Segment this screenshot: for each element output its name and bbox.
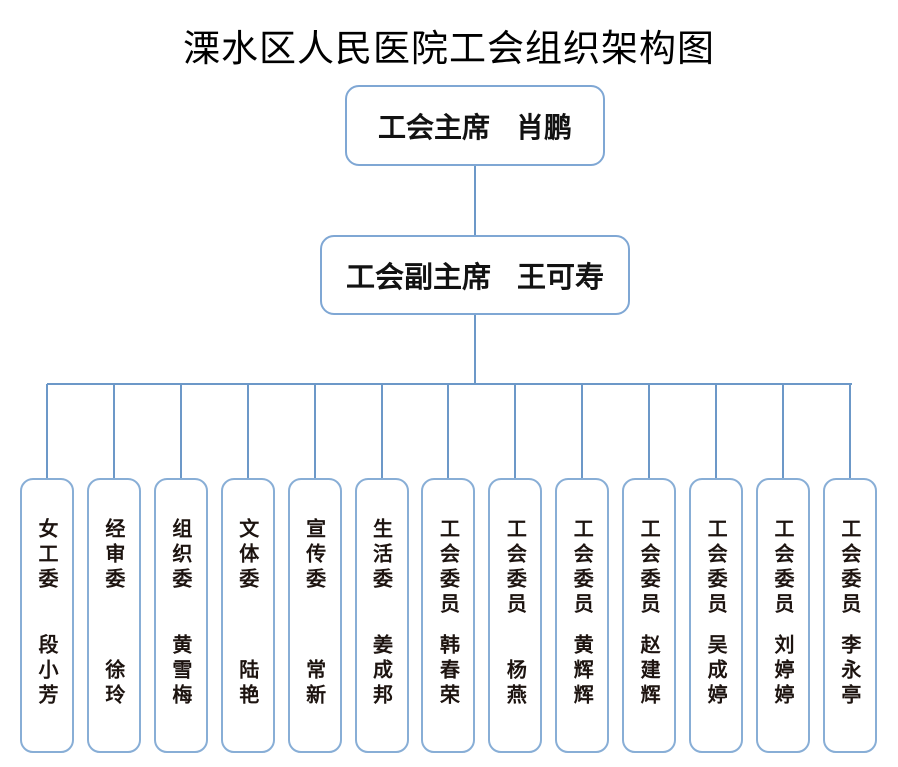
connector-chairman-to-vice [474,166,476,235]
member-role: 工会委员 [837,518,862,618]
member-name: 吴成婷 [704,634,729,709]
member-role: 工会委员 [770,518,795,618]
connector-vice-to-bus [474,315,476,383]
member-box: 工会委员 吴成婷 [689,478,744,753]
member-name: 黄雪梅 [168,634,193,709]
vice-chairman-role: 工会副主席 [345,260,491,294]
member-box: 文体委 陆艳 [220,478,275,753]
member-role: 工会委员 [503,518,528,618]
member-name: 徐玲 [101,659,126,709]
member-box: 宣传委 常新 [287,478,342,753]
members-row: 女工委 段小芳 经审委 徐玲 组织委 黄雪梅 文体委 陆艳 宣传 [20,384,877,754]
member-role: 工会委员 [637,518,662,618]
chairman-role: 工会主席 [377,110,490,144]
member-name: 段小芳 [35,634,59,709]
connector-drop-line [179,384,182,478]
member-column: 文体委 陆艳 [220,384,275,754]
member-box: 工会委员 赵建辉 [622,478,677,753]
member-role: 宣传委 [302,518,327,593]
connector-drop-line [715,384,718,478]
member-name: 杨燕 [503,659,528,709]
chairman-box: 工会主席 肖鹏 [345,85,605,166]
connector-drop-line [112,384,115,478]
member-box: 经审委 徐玲 [86,478,141,753]
member-role: 女工委 [35,518,59,593]
member-box: 女工委 段小芳 [20,478,74,753]
member-role: 文体委 [235,518,260,593]
member-column: 女工委 段小芳 [20,384,74,754]
connector-drop-line [46,384,48,478]
connector-horizontal-bus [47,383,852,385]
member-column: 生活委 姜成邦 [354,384,409,754]
member-box: 生活委 姜成邦 [354,478,409,753]
member-role: 组织委 [168,518,193,593]
member-name: 李永亭 [837,634,862,709]
member-box: 工会委员 杨燕 [488,478,543,753]
member-name: 韩春荣 [436,634,461,709]
member-box: 工会委员 黄辉辉 [555,478,610,753]
member-column: 组织委 黄雪梅 [153,384,208,754]
member-column: 工会委员 黄辉辉 [555,384,610,754]
connector-drop-line [848,384,851,478]
member-name: 刘婷婷 [770,634,795,709]
member-name: 常新 [302,659,327,709]
page-title: 溧水区人民医院工会组织架构图 [183,27,715,70]
connector-drop-line [581,384,584,478]
member-role: 工会委员 [436,518,461,618]
member-column: 宣传委 常新 [287,384,342,754]
connector-drop-line [648,384,651,478]
connector-drop-line [447,384,450,478]
member-box: 工会委员 韩春荣 [421,478,476,753]
member-box: 组织委 黄雪梅 [153,478,208,753]
member-column: 工会委员 刘婷婷 [755,384,810,754]
chairman-name: 肖鹏 [516,110,573,144]
member-column: 工会委员 吴成婷 [689,384,744,754]
vice-chairman-box: 工会副主席 王可寿 [320,235,630,315]
member-role: 经审委 [101,518,126,593]
vice-chairman-name: 王可寿 [517,260,605,294]
connector-drop-line [781,384,784,478]
connector-drop-line [514,384,517,478]
member-name: 黄辉辉 [570,634,595,709]
member-role: 工会委员 [570,518,595,618]
member-name: 赵建辉 [637,634,662,709]
member-role: 生活委 [369,518,394,593]
member-box: 工会委员 李永亭 [822,478,877,753]
member-column: 经审委 徐玲 [86,384,141,754]
connector-drop-line [313,384,316,478]
member-role: 工会委员 [704,518,729,618]
member-name: 姜成邦 [369,634,394,709]
connector-drop-line [380,384,383,478]
connector-drop-line [246,384,249,478]
member-name: 陆艳 [235,659,260,709]
member-box: 工会委员 刘婷婷 [755,478,810,753]
member-column: 工会委员 李永亭 [822,384,877,754]
member-column: 工会委员 赵建辉 [622,384,677,754]
member-column: 工会委员 杨燕 [488,384,543,754]
member-column: 工会委员 韩春荣 [421,384,476,754]
